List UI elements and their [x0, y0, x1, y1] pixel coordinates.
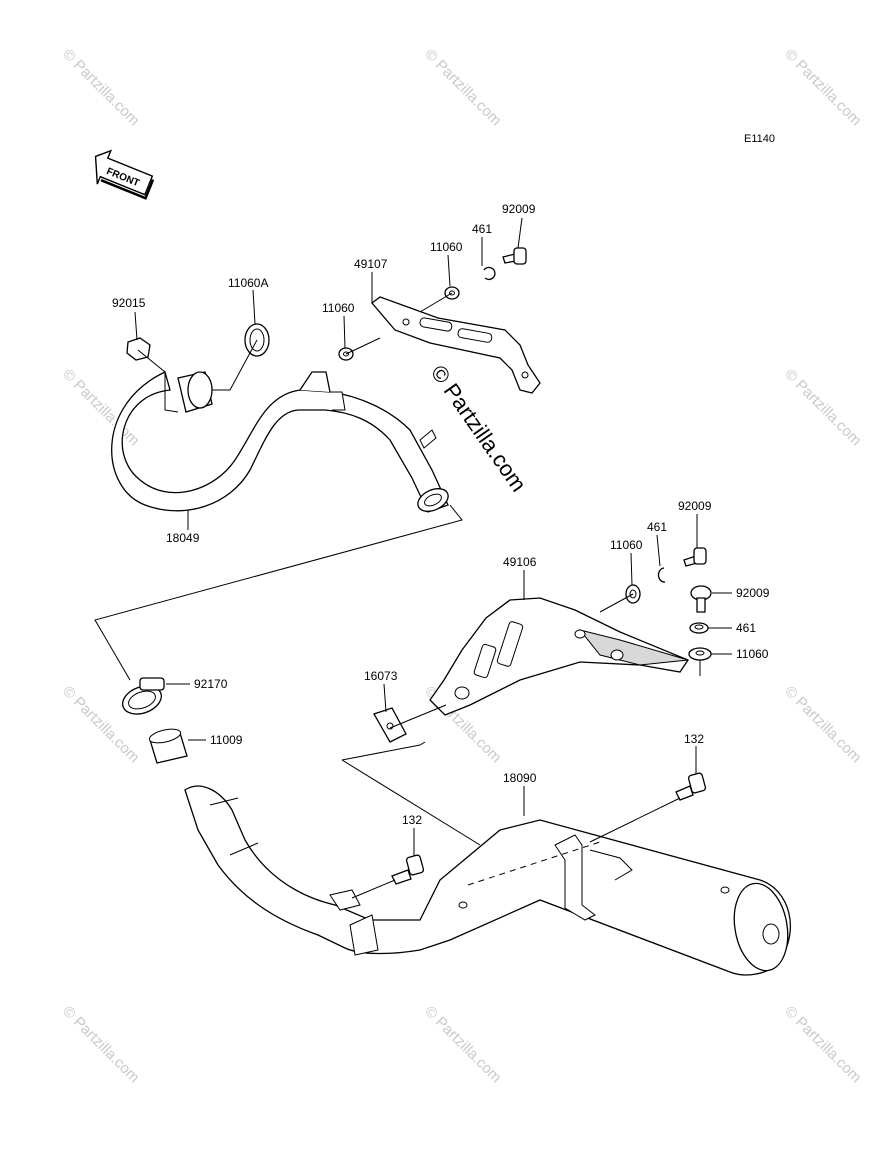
heat-guard-upper-49107: [371, 296, 541, 394]
bolt-92009-r1: [683, 547, 707, 567]
watermark-tile: © Partzilla.com: [781, 46, 864, 129]
label-11009: 11009: [210, 733, 243, 747]
leader-lines: [134, 217, 732, 856]
label-132-left: 132: [402, 813, 422, 827]
lock-washer-461-r1: [657, 567, 666, 583]
label-461-top: 461: [472, 222, 492, 236]
bolt-92009-top: [502, 247, 527, 265]
bolt-92009-r2: [690, 585, 712, 613]
lock-washer-461-r2: [689, 622, 709, 634]
label-49106: 49106: [503, 555, 537, 569]
sleeve-11009: [148, 728, 188, 764]
label-11060-r1: 11060: [610, 538, 643, 552]
lock-washer-461-top: [483, 266, 496, 281]
diagram-code: E1140: [744, 133, 775, 145]
watermark-tile: © Partzilla.com: [59, 46, 142, 129]
bolt-132-right: [675, 772, 707, 801]
label-11060A: 11060A: [228, 276, 268, 290]
part-labels: 92009 461 11060 49107 11060 11060A 92015…: [112, 202, 770, 827]
clip-16073: [373, 707, 407, 743]
watermark-main: © Partzilla.com: [426, 361, 532, 497]
watermark-tile: © Partzilla.com: [781, 1003, 864, 1086]
label-132-right: 132: [684, 732, 704, 746]
label-92009-r1: 92009: [678, 499, 712, 513]
label-16073: 16073: [364, 669, 398, 683]
exhaust-pipe-18049: [111, 371, 449, 513]
label-49107: 49107: [354, 257, 388, 271]
label-18049: 18049: [166, 531, 200, 545]
label-461-r2: 461: [736, 621, 756, 635]
label-18090: 18090: [503, 771, 537, 785]
label-11060-r2: 11060: [736, 647, 769, 661]
washer-11060-r2: [688, 647, 712, 661]
label-92015: 92015: [112, 296, 146, 310]
label-92009-top: 92009: [502, 202, 536, 216]
watermark-tile: © Partzilla.com: [421, 46, 504, 129]
label-92170: 92170: [194, 677, 228, 691]
muffler-18090: [184, 785, 792, 976]
pipe-flange: [177, 371, 213, 413]
watermark-tile: © Partzilla.com: [781, 683, 864, 766]
heat-guard-lower-49106: [429, 597, 689, 716]
clamp-92170: [122, 677, 165, 715]
label-11060-mid: 11060: [322, 301, 355, 315]
label-92009-r2: 92009: [736, 586, 770, 600]
bolt-132-left: [391, 854, 425, 885]
watermark-tile: © Partzilla.com: [59, 1003, 142, 1086]
label-11060-top: 11060: [430, 240, 463, 254]
front-arrow-icon: FRONT: [94, 149, 155, 200]
label-461-r1: 461: [647, 520, 667, 534]
watermark-tile: © Partzilla.com: [781, 366, 864, 449]
watermark-tile: © Partzilla.com: [421, 1003, 504, 1086]
